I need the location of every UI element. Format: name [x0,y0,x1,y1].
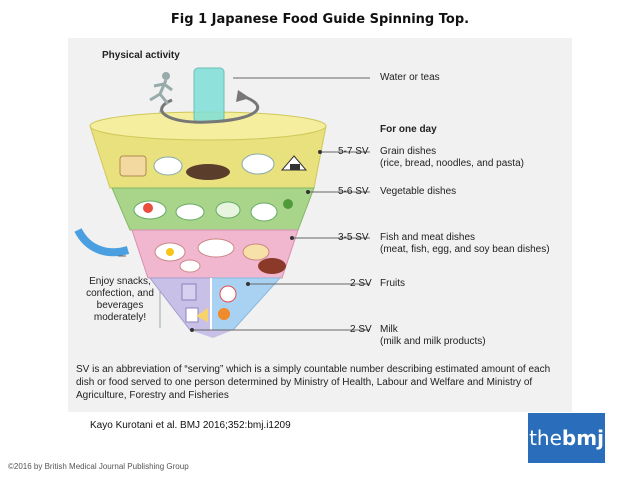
nori-icon [290,164,300,170]
vegetable-name: Vegetable dishes [380,186,456,198]
snacks-line-2: confection, and [80,288,160,300]
noodle-bowl-icon [242,154,274,174]
snacks-line-3: beverages [80,300,160,312]
fish-meat-name: Fish and meat dishes [380,232,475,244]
grain-sv: 5-7 SV [338,146,369,157]
fruits-name: Fruits [380,278,405,290]
greens-icon [283,199,293,209]
rice-bowl-icon [154,157,182,175]
yogurt-icon [182,284,196,300]
water-label: Water or teas [380,72,440,84]
physical-activity-label: Physical activity [102,50,180,62]
logo-suffix: bmj [562,426,604,450]
fruit-dot [246,282,250,286]
grain-dot [318,150,322,154]
natto-icon [180,260,200,272]
figure-title: Fig 1 Japanese Food Guide Spinning Top. [0,12,640,27]
citation: Kayo Kurotani et al. BMJ 2016;352:bmj.i1… [90,420,291,431]
orange-icon [218,308,230,320]
footnote: SV is an abbreviation of “serving” which… [76,363,570,402]
egg-yolk-icon [166,248,174,256]
water-glass-icon [194,68,224,122]
spinning-top-diagram [68,38,572,412]
runner-head-icon [162,72,170,80]
milk-sv: 2 SV [350,324,372,335]
bmj-logo: thebmj [528,413,605,463]
spin-arrowhead-icon [236,90,250,102]
fish-meat-detail: (meat, fish, egg, and soy bean dishes) [380,244,550,256]
meat-dish-icon [258,258,286,274]
fruits-sv: 2 SV [350,278,372,289]
for-one-day-label: For one day [380,124,437,136]
grain-name: Grain dishes [380,146,436,158]
diagram-panel: Physical activity Water or teas For one … [68,38,572,412]
vegetable-dish-icon [176,204,204,220]
bread-icon [120,156,146,176]
rice-tray-icon [186,164,230,180]
milk-glass-icon [186,308,198,322]
tomato-icon [143,203,153,213]
snack-string-icon [78,230,128,252]
vegetable-dot [306,190,310,194]
grain-detail: (rice, bread, noodles, and pasta) [380,158,524,170]
vegetable-sv: 5-6 SV [338,186,369,197]
snacks-line-4: moderately! [80,312,160,324]
side-dish-icon [216,202,240,218]
soup-bowl-icon [251,203,277,221]
top-tip [190,330,233,338]
fish-plate-icon [198,239,234,257]
milk-detail: (milk and milk products) [380,336,486,348]
fruits-section [211,278,280,330]
fish-meat-sv: 3-5 SV [338,232,369,243]
snacks-line-1: Enjoy snacks, [80,276,160,288]
fish-dot [290,236,294,240]
logo-prefix: the [529,426,562,450]
milk-name: Milk [380,324,398,336]
tofu-dish-icon [243,244,269,260]
copyright: ©2016 by British Medical Journal Publish… [8,462,189,471]
apple-icon [220,286,236,302]
milk-dot [190,328,194,332]
